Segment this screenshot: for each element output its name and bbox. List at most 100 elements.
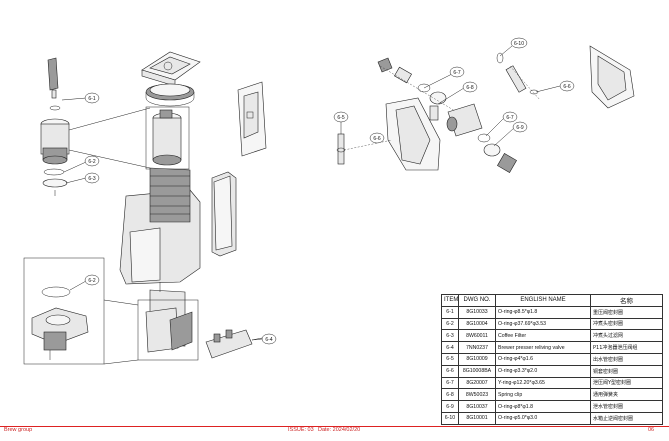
cell-chinese: 铜套密封圈 xyxy=(590,364,663,378)
brew-head-part xyxy=(31,286,89,360)
callout-label: 6-9 xyxy=(516,125,523,131)
table-row: 6-7 8G20007 Y-ring-φ12.20*φ3.65 泄压阀Y型密封圈 xyxy=(441,376,663,390)
t-fitting-part xyxy=(446,103,517,173)
callout-label: 6-10 xyxy=(514,41,524,47)
callout-6-4: 6-4 xyxy=(251,333,277,345)
header-english-name: ENGLISH NAME xyxy=(495,294,591,307)
callout-label: 6-8 xyxy=(466,85,473,91)
table-row: 6-2 8G10004 O-ring-φ37.69*φ3.53 冲煮头密封圈 xyxy=(441,317,663,331)
callout-6-2-lower: 6-2 xyxy=(69,274,100,291)
table-header-row: ITEM DWG NO. ENGLISH NAME 名称 xyxy=(441,294,663,307)
callout-6-8: 6-8 xyxy=(437,81,478,105)
table-row: 6-8 8W50023 Spring clip 通用弹簧夹 xyxy=(441,388,663,402)
cell-chinese: 冲煮头密封圈 xyxy=(590,317,663,331)
callout-label: 6-7 xyxy=(453,70,460,76)
detail-frame-lower xyxy=(137,299,199,361)
callout-6-6-right: 6-6 xyxy=(535,80,575,93)
cell-item: 6-2 xyxy=(441,317,459,331)
table-row: 6-5 8G10009 O-ring-φ4*φ1.6 出水管密封圈 xyxy=(441,352,663,366)
detail-frame-left xyxy=(23,257,105,365)
callout-label: 6-2 xyxy=(88,278,95,284)
cell-english: O-ring-φ8.5*φ1.8 xyxy=(495,305,591,319)
cell-english: O-ring-φ5.0*φ3.0 xyxy=(495,411,591,425)
cell-english: O-ring-φ37.69*φ3.53 xyxy=(495,317,591,331)
cell-dwg: 7NN0237 xyxy=(458,341,496,354)
footer-issue: ISSUE: 03 xyxy=(288,427,314,433)
callout-label: 6-2 xyxy=(88,159,95,165)
cell-dwg: 8G10008BA xyxy=(458,364,496,378)
cell-item: 6-7 xyxy=(441,376,459,390)
piston-part xyxy=(40,57,70,165)
cell-dwg: 8W60011 xyxy=(458,329,496,343)
parts-list-table: ITEM DWG NO. ENGLISH NAME 名称 6-1 8G10033… xyxy=(441,294,663,425)
callout-label: 6-3 xyxy=(88,176,95,182)
callout-6-3: 6-3 xyxy=(65,172,100,184)
gasket-filter-part xyxy=(42,168,68,196)
cell-english: Y-ring-φ12.20*φ3.65 xyxy=(495,376,591,390)
cell-english: Spring clip xyxy=(495,388,591,402)
cell-dwg: 8G10009 xyxy=(458,352,496,366)
callout-6-7-right: 6-7 xyxy=(485,111,518,137)
cell-dwg: 8G10037 xyxy=(458,400,496,413)
connector-pipe-part xyxy=(496,52,541,101)
table-row: 6-1 8G10033 O-ring-φ8.5*φ1.8 重压阀密封圈 xyxy=(441,305,663,319)
cell-chinese: 泄水管密封圈 xyxy=(590,400,663,413)
cell-chinese: 冲煮头过滤网 xyxy=(590,329,663,343)
bracket-plate-part xyxy=(589,45,635,109)
cell-item: 6-9 xyxy=(441,400,459,413)
gear-ring-part xyxy=(145,83,195,107)
cell-english: O-ring-φ4*φ1.6 xyxy=(495,352,591,366)
callout-label: 6-1 xyxy=(88,96,95,102)
cell-dwg: 8W50023 xyxy=(458,388,496,402)
callout-label: 6-4 xyxy=(265,337,272,343)
cell-english: Brewer presser reliving valve xyxy=(495,341,591,354)
footer-section-title: Brew group xyxy=(4,427,33,433)
cell-item: 6-10 xyxy=(441,411,459,425)
rear-bracket-part xyxy=(237,81,267,157)
top-cap-part xyxy=(141,51,201,87)
cell-item: 6-5 xyxy=(441,352,459,366)
callout-6-1: 6-1 xyxy=(61,92,100,104)
cell-dwg: 8G10004 xyxy=(458,317,496,331)
drain-housing-part xyxy=(145,307,193,353)
callout-label: 6-7 xyxy=(506,115,513,121)
cell-item: 6-1 xyxy=(441,305,459,319)
footer-divider xyxy=(0,426,669,427)
footer-date: Date: 2024/02/20 xyxy=(318,427,361,433)
callout-label: 6-5 xyxy=(337,115,344,121)
cell-english: Coffee Filter xyxy=(495,329,591,343)
side-panel-part xyxy=(211,171,237,257)
callout-6-6-left: 6-6 xyxy=(369,132,385,144)
header-chinese-name: 名称 xyxy=(590,294,663,307)
table-row: 6-9 8G10037 O-ring-φ8*φ1.8 泄水管密封圈 xyxy=(441,400,663,413)
cell-english: O-ring-φ8*φ1.8 xyxy=(495,400,591,413)
cell-item: 6-3 xyxy=(441,329,459,343)
callout-6-7: 6-7 xyxy=(423,66,465,89)
relief-valve-part xyxy=(205,329,263,359)
valve-body-part xyxy=(385,97,441,171)
table-row: 6-3 8W60011 Coffee Filter 冲煮头过滤网 xyxy=(441,329,663,343)
cell-chinese: 泄压阀Y型密封圈 xyxy=(590,376,663,390)
cell-chinese: 通用弹簧夹 xyxy=(590,388,663,402)
cell-item: 6-4 xyxy=(441,341,459,354)
cell-dwg: 8G10001 xyxy=(458,411,496,425)
callout-6-2: 6-2 xyxy=(63,155,100,173)
callout-6-9: 6-9 xyxy=(493,121,528,147)
footer-page-number: 06 xyxy=(648,427,655,433)
table-row: 6-4 7NN0237 Brewer presser reliving valv… xyxy=(441,341,663,354)
cell-english: O-ring-φ3.3*φ2.0 xyxy=(495,364,591,378)
cell-dwg: 8G20007 xyxy=(458,376,496,390)
cell-dwg: 8G10033 xyxy=(458,305,496,319)
header-dwg-no: DWG NO. xyxy=(458,294,496,307)
cell-chinese: P11冲泡器泄压阀组 xyxy=(590,341,663,354)
cell-item: 6-6 xyxy=(441,364,459,378)
callout-6-10: 6-10 xyxy=(499,37,528,57)
cell-chinese: 重压阀密封圈 xyxy=(590,305,663,319)
callout-6-5: 6-5 xyxy=(333,111,349,134)
table-row: 6-10 8G10001 O-ring-φ5.0*φ3.0 水箱止逆阀密封圈 xyxy=(441,411,663,425)
cell-chinese: 水箱止逆阀密封圈 xyxy=(590,411,663,425)
header-item: ITEM xyxy=(441,294,459,307)
callout-label: 6-6 xyxy=(563,84,570,90)
brew-cylinder-part xyxy=(152,109,182,166)
